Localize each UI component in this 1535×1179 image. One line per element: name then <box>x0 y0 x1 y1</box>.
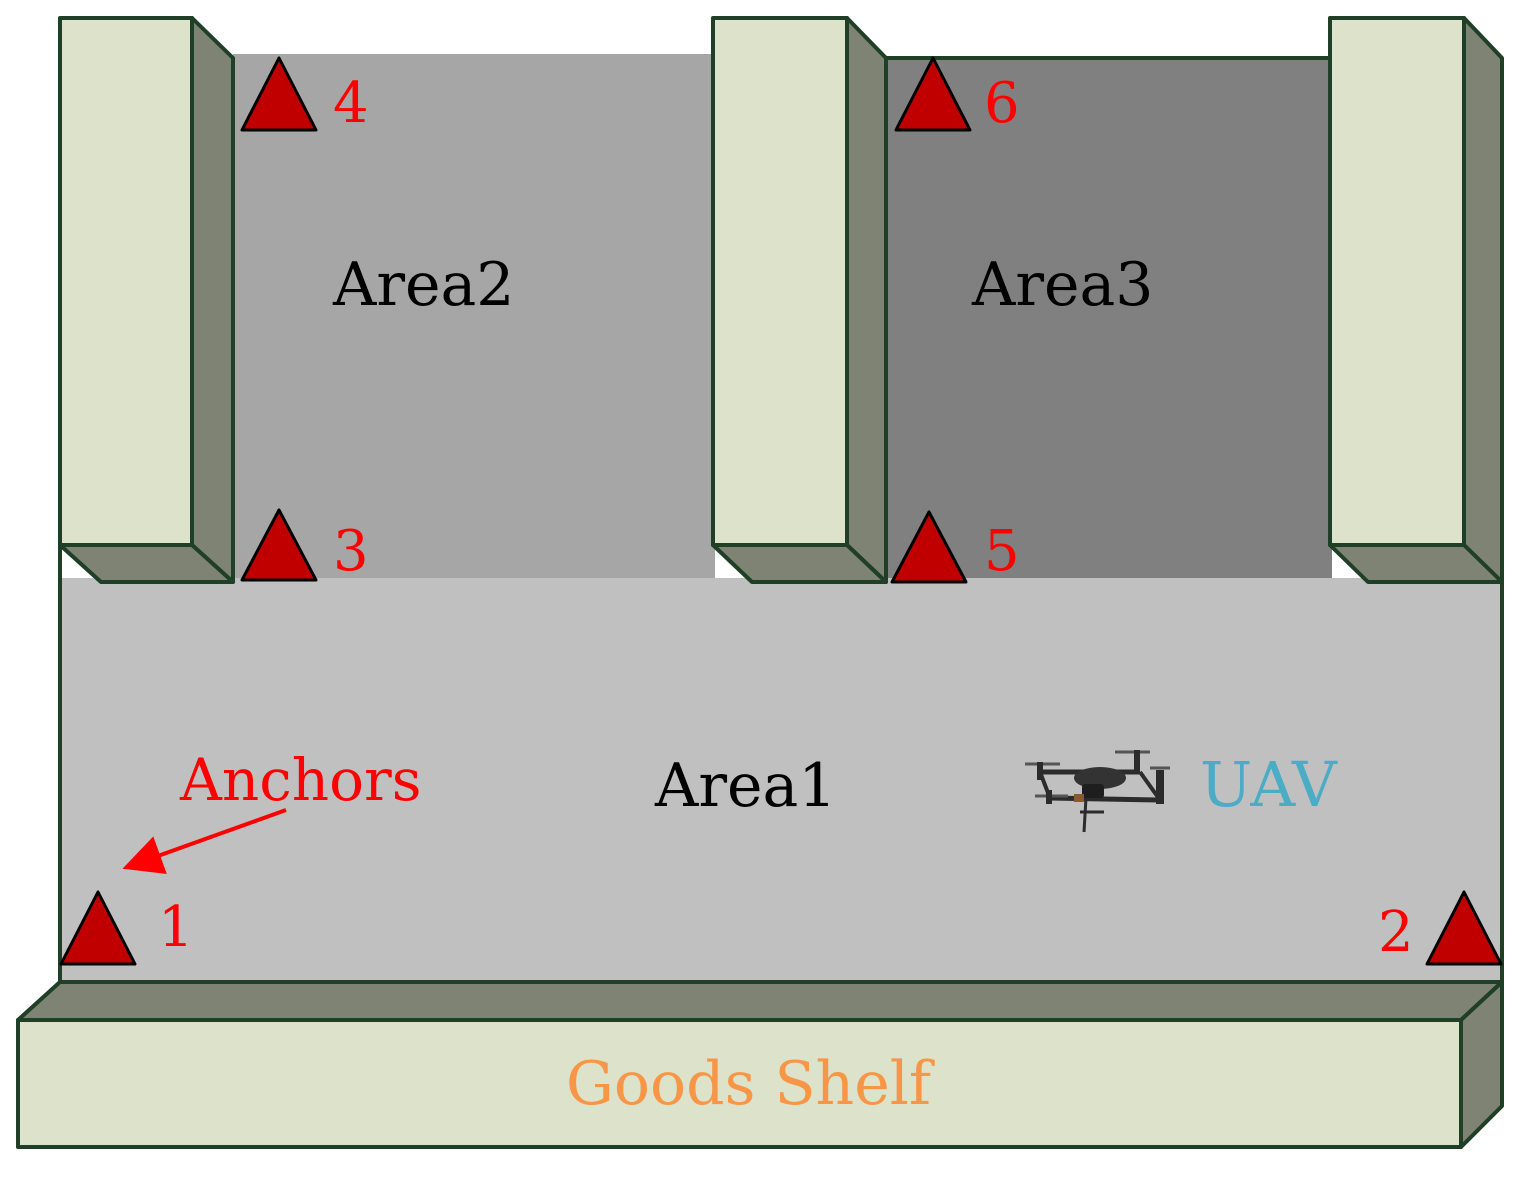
anchor-number: 6 <box>984 71 1020 136</box>
anchor-triangle-icon <box>240 56 318 132</box>
anchor-triangle-icon <box>1425 890 1503 966</box>
anchor-3: 3 <box>240 508 369 584</box>
shelf-column-3 <box>1328 16 1504 584</box>
uav-label: UAV <box>1200 748 1338 821</box>
anchor-triangle-icon <box>890 510 968 584</box>
anchor-number: 3 <box>333 519 369 584</box>
area2-label: Area2 <box>332 250 514 320</box>
area1-floor <box>60 578 1503 982</box>
shelf-column-2 <box>711 16 888 584</box>
anchor-4: 4 <box>240 56 369 136</box>
anchor-1: 1 <box>59 890 194 966</box>
anchor-triangle-icon <box>240 508 318 582</box>
anchor-5: 5 <box>890 510 1020 584</box>
anchor-triangle-icon <box>59 890 137 966</box>
shelf-column-1 <box>58 16 235 584</box>
anchor-2: 2 <box>1378 890 1503 966</box>
area3-label: Area3 <box>971 250 1153 320</box>
area3-floor <box>886 58 1332 584</box>
area1-label: Area1 <box>654 751 836 821</box>
anchors-arrow-icon <box>122 808 287 875</box>
anchor-triangle-icon <box>894 56 972 132</box>
goods-shelf-label: Goods Shelf <box>566 1049 935 1119</box>
anchor-number: 5 <box>984 519 1020 584</box>
area2-floor <box>233 54 715 580</box>
anchor-number: 2 <box>1378 900 1414 965</box>
anchor-number: 4 <box>333 71 369 136</box>
goods-shelf <box>16 980 1504 1149</box>
anchors-label: Anchors <box>179 746 422 814</box>
anchor-6: 6 <box>894 56 1020 136</box>
drone-icon <box>1025 750 1170 833</box>
anchor-number: 1 <box>158 895 194 960</box>
